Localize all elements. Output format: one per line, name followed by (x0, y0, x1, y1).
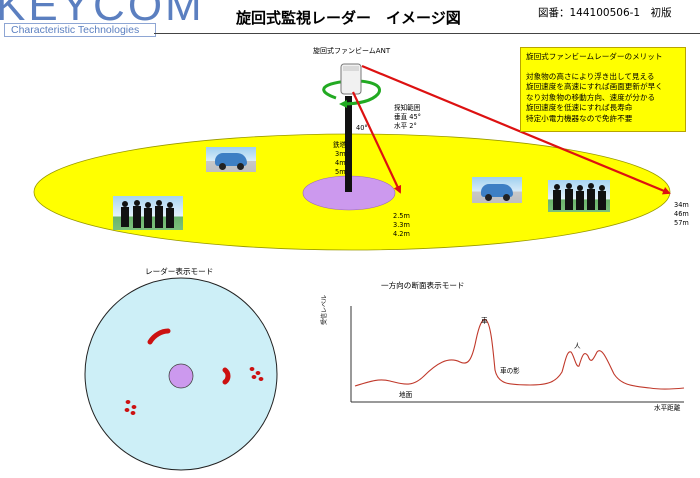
rotation-arrow (322, 79, 381, 108)
tower-pole (345, 96, 352, 192)
profile-x-axis-label: 水平距離 (654, 404, 681, 412)
company-tagline: Characteristic Technologies (4, 23, 156, 37)
company-logo: KEYCOM (0, 0, 205, 30)
horizontal-angle-label: 水平 2° (394, 122, 417, 130)
detection-range-label: 探知範囲 (394, 104, 421, 112)
document-number: 図番：144100506-1 初版 (538, 7, 672, 19)
tilt-angle-label: 40° (356, 124, 368, 132)
profile-y-axis-label: 受信レベル (321, 294, 328, 325)
car-photo-near (206, 147, 256, 172)
vertical-angle-label: 垂直 45° (394, 113, 421, 121)
merit-line: なり対象物の移動方向、速度が分かる (526, 92, 656, 102)
people-silhouettes-right (553, 183, 606, 210)
antenna-top (343, 66, 359, 71)
people-photo-right (548, 180, 610, 212)
radar-echo-car-1 (147, 328, 171, 345)
people-silhouettes-left (121, 200, 174, 228)
near-distance-1: 2.5m (393, 212, 410, 220)
near-distance-3: 4.2m (393, 230, 410, 238)
tower-height-3m: 3m (335, 150, 346, 158)
page-title: 旋回式監視レーダー イメージ図 (236, 9, 461, 27)
antenna-label: 旋回式ファンビームANT (313, 47, 391, 55)
tower-label: 鉄塔 (333, 141, 347, 149)
people-photo-left (113, 196, 183, 230)
profile-person-label: 人 (574, 342, 581, 350)
beam-near-arrow (352, 91, 402, 194)
radar-center-tower (168, 363, 194, 389)
radar-echo-people-2 (124, 400, 137, 415)
beam-far-arrow (361, 64, 671, 195)
antenna-body (340, 63, 362, 95)
merit-line: 旋回速度を高速にすれば画面更新が早く (526, 82, 663, 92)
far-distance-1: 34m (674, 201, 689, 209)
profile-curve (354, 319, 685, 390)
radar-echo-car-2 (222, 367, 231, 385)
radar-echo-people-1 (249, 367, 264, 381)
merit-line: 対象物の高さにより浮き出して見える (526, 71, 655, 81)
profile-ground-label: 地面 (399, 391, 413, 399)
title-divider (154, 33, 700, 34)
profile-car-label: 車 (481, 317, 488, 325)
merit-line: 旋回速度を低速にすれば長寿命 (526, 103, 633, 113)
tower-height-4m: 4m (335, 159, 346, 167)
tower-height-5m: 5m (335, 168, 346, 176)
merit-title: 旋回式ファンビームレーダーのメリット (526, 52, 663, 61)
near-distance-2: 3.3m (393, 221, 410, 229)
section-mode-title: 一方向の断面表示モード (381, 281, 465, 290)
far-distance-3: 57m (674, 219, 689, 227)
merit-line: 特定小電力機器なので免許不要 (526, 113, 633, 123)
profile-car-shadow-label: 車の影 (500, 367, 520, 375)
far-distance-2: 46m (674, 210, 689, 218)
merit-box: 旋回式ファンビームレーダーのメリット 対象物の高さにより浮き出して見える 旋回速… (520, 47, 686, 132)
radar-mode-title: レーダー表示モード (145, 267, 214, 276)
car-photo-far (472, 177, 522, 203)
